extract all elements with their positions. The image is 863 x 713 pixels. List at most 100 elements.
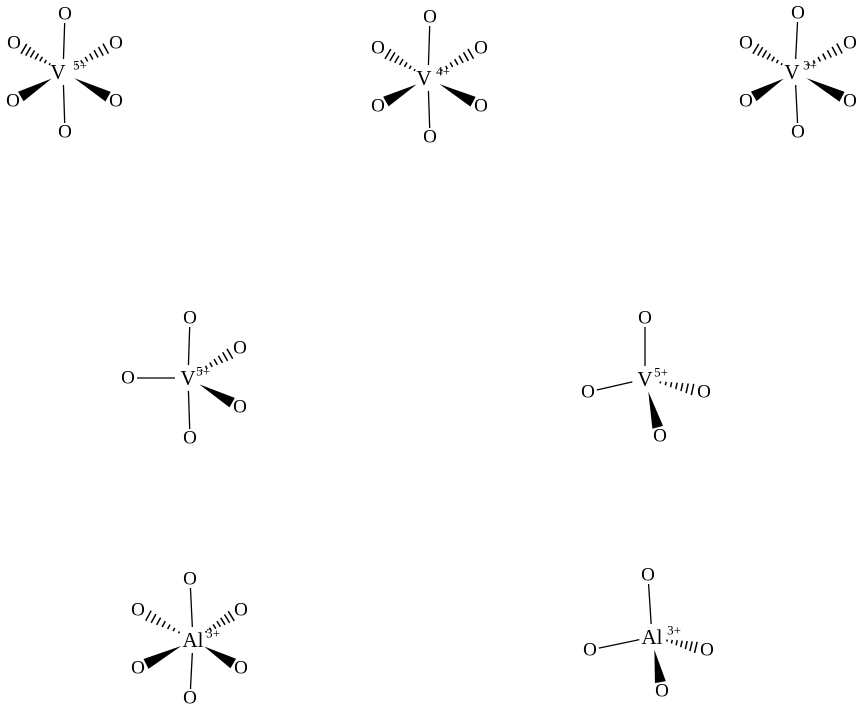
- oxygen-atom-label: O: [7, 33, 21, 54]
- hash-stroke: [43, 59, 47, 64]
- hashed-bond: [204, 610, 235, 634]
- hash-stroke: [200, 368, 203, 372]
- oxygen-atom-label: O: [791, 3, 805, 24]
- hash-stroke: [102, 43, 110, 55]
- metal-atom-label: Al: [183, 628, 204, 652]
- oxygen-atom-label: O: [131, 658, 145, 679]
- oxygen-atom-label: O: [655, 681, 669, 702]
- wedge-bond: [648, 391, 664, 429]
- hash-stroke: [761, 49, 768, 58]
- hash-stroke: [222, 351, 229, 362]
- single-bond: [187, 390, 191, 430]
- single-bond: [598, 639, 640, 649]
- oxygen-atom-label: O: [739, 33, 753, 54]
- hash-stroke: [150, 613, 157, 624]
- hash-stroke: [757, 46, 764, 57]
- oxygen-atom-label: O: [233, 338, 247, 359]
- hash-stroke: [690, 383, 695, 396]
- hash-stroke: [384, 48, 392, 60]
- hash-stroke: [93, 49, 99, 58]
- oxygen-atom-label: O: [653, 426, 667, 447]
- charge-superscript: 3+: [803, 58, 817, 73]
- hash-stroke: [458, 55, 464, 64]
- hash-stroke: [80, 59, 84, 64]
- oxygen-atom-label: O: [234, 658, 248, 679]
- hash-stroke: [771, 56, 776, 62]
- oxygen-atom-label: O: [474, 38, 488, 59]
- hash-stroke: [156, 617, 162, 626]
- wedge-bond: [204, 646, 236, 669]
- hash-stroke: [826, 49, 832, 58]
- hash-stroke: [831, 46, 838, 56]
- single-bond: [427, 90, 431, 129]
- hash-stroke: [812, 59, 816, 64]
- oxygen-atom-label: O: [109, 91, 123, 112]
- hashed-bond: [384, 48, 416, 72]
- hash-stroke: [689, 641, 693, 652]
- hashed-bond: [75, 43, 110, 66]
- hash-stroke: [766, 53, 772, 60]
- hash-stroke: [440, 68, 443, 72]
- oxygen-atom-label: O: [233, 397, 247, 418]
- wedge-bond: [74, 78, 111, 102]
- oxygen-atom-label: O: [423, 7, 437, 28]
- hash-stroke: [445, 65, 449, 70]
- hash-stroke: [84, 56, 89, 62]
- hash-stroke: [166, 624, 171, 630]
- single-bond: [647, 583, 652, 625]
- oxygen-atom-label: O: [641, 565, 655, 586]
- hash-stroke: [97, 46, 104, 56]
- hash-stroke: [752, 43, 760, 55]
- oxygen-atom-label: O: [6, 91, 20, 112]
- hash-stroke: [145, 610, 152, 622]
- hash-stroke: [679, 640, 683, 648]
- hash-stroke: [34, 53, 40, 60]
- oxygen-atom-label: O: [423, 127, 437, 148]
- hashed-bond: [666, 639, 698, 654]
- wedge-bond: [18, 78, 52, 102]
- oxygen-atom-label: O: [58, 122, 72, 143]
- metal-atom-label: V: [50, 60, 65, 84]
- oxygen-atom-label: O: [791, 122, 805, 143]
- hash-stroke: [408, 65, 412, 70]
- oxygen-atom-label: O: [121, 368, 135, 389]
- hash-stroke: [216, 620, 222, 628]
- single-bond: [795, 21, 799, 60]
- oxygen-atom-label: O: [474, 96, 488, 117]
- hash-stroke: [212, 623, 217, 630]
- hash-stroke: [453, 58, 459, 66]
- oxygen-atom-label: O: [843, 91, 857, 112]
- oxygen-atom-label: O: [371, 96, 385, 117]
- hash-stroke: [467, 48, 475, 60]
- single-bond: [427, 25, 431, 66]
- oxygen-atom-label: O: [638, 308, 652, 329]
- metal-atom-label: V: [416, 66, 431, 90]
- oxygen-atom-label: O: [183, 569, 197, 590]
- oxygen-atom-label: O: [183, 688, 197, 709]
- oxygen-atom-label: O: [739, 91, 753, 112]
- hash-stroke: [223, 614, 231, 624]
- wedge-bond: [439, 84, 476, 107]
- charge-superscript: 5+: [654, 365, 668, 380]
- hash-stroke: [817, 56, 822, 62]
- hash-stroke: [403, 62, 408, 68]
- hash-stroke: [389, 52, 396, 62]
- oxygen-atom-label: O: [58, 4, 72, 25]
- oxygen-atom-label: O: [109, 33, 123, 54]
- oxygen-atom-label: O: [700, 640, 714, 661]
- metal-atom-label: V: [180, 366, 195, 390]
- hash-stroke: [217, 355, 224, 364]
- wedge-bond: [143, 645, 182, 669]
- oxygen-atom-label: O: [183, 308, 197, 329]
- hash-stroke: [836, 43, 843, 54]
- hash-stroke: [462, 51, 469, 62]
- hash-stroke: [693, 641, 698, 654]
- hash-stroke: [75, 63, 78, 66]
- charge-superscript: 4+: [436, 64, 450, 79]
